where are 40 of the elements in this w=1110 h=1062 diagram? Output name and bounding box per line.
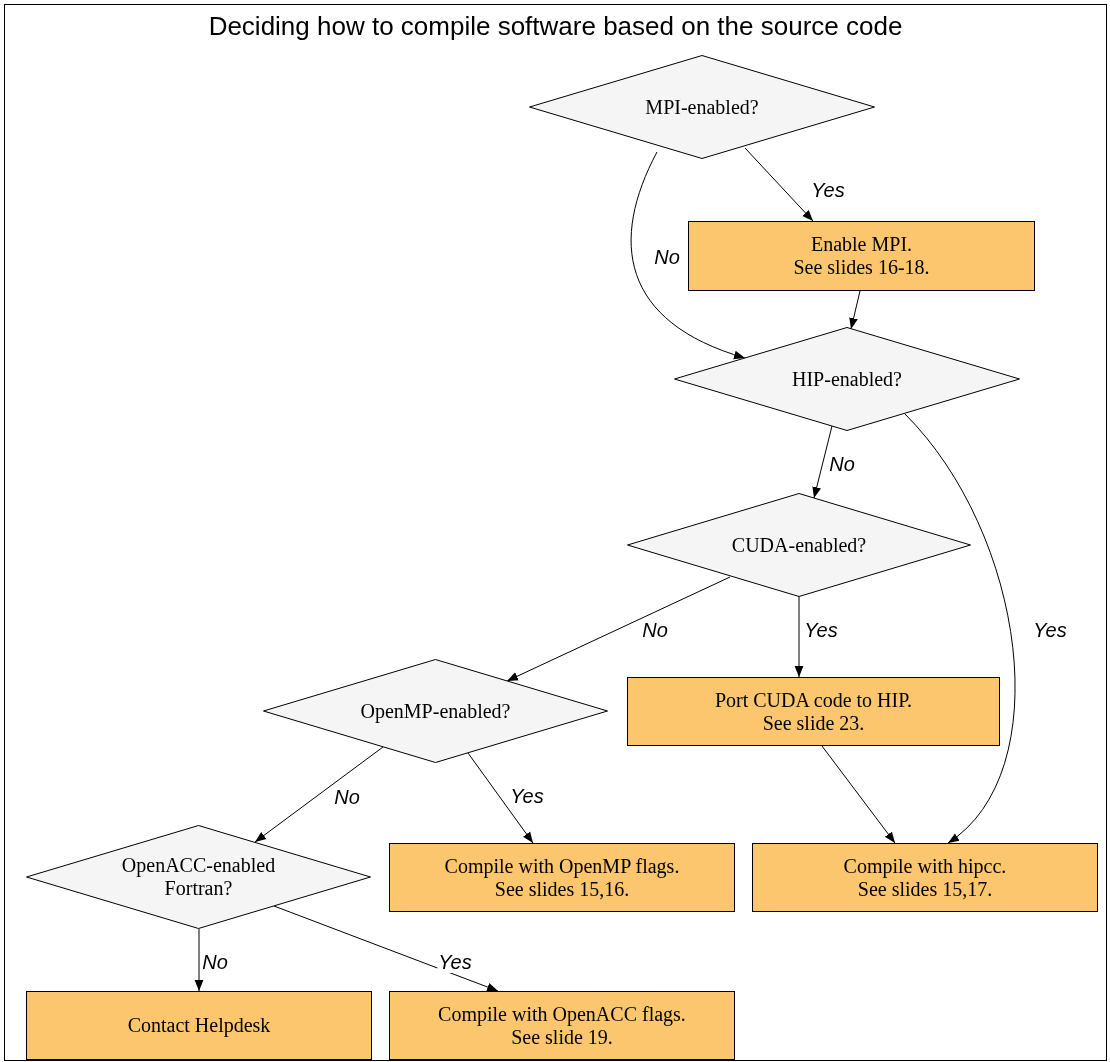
node-text: Compile with OpenACC flags. [438, 1002, 686, 1026]
decision-diamond [529, 55, 875, 159]
node-text: See slide 19. [511, 1025, 613, 1049]
arrow [194, 928, 204, 992]
decision-diamond [26, 825, 371, 929]
node-text: OpenMP-enabled? [360, 699, 511, 723]
node-text: OpenACC-enabled Fortran? [120, 854, 277, 900]
arrow [630, 151, 746, 359]
node-text: Port CUDA code to HIP. [714, 688, 913, 712]
node-text: Contact Helpdesk [127, 1014, 271, 1037]
node-text: MPI-enabled? [645, 95, 759, 119]
process-box [688, 221, 1035, 291]
arrow [506, 576, 731, 682]
node-text: See slides 15,17. [857, 877, 993, 901]
process-box [627, 677, 1000, 746]
node-text: Enable MPI. [810, 233, 913, 256]
process-box [389, 991, 735, 1060]
node-text: Compile with hipcc. [843, 854, 1007, 878]
process-box [389, 843, 735, 912]
node-text: CUDA-enabled? [731, 533, 867, 557]
decision-diamond [263, 659, 608, 763]
node-text: HIP-enabled? [792, 367, 902, 391]
arrow [849, 290, 861, 330]
arrow [744, 147, 814, 222]
arrow [273, 905, 499, 992]
node-text: See slides 15,16. [494, 877, 630, 901]
decision-diamond [674, 327, 1020, 431]
arrow [794, 596, 804, 678]
arrow [821, 745, 896, 844]
process-box [752, 843, 1098, 912]
arrow [467, 752, 534, 844]
node-text: See slides 16-18. [793, 256, 930, 279]
node-text: See slide 23. [762, 711, 865, 735]
arrow [904, 413, 1016, 844]
arrow [254, 746, 384, 843]
process-box [26, 991, 372, 1060]
arrow [812, 425, 833, 499]
decision-diamond [627, 493, 971, 597]
node-text: Compile with OpenMP flags. [444, 854, 680, 878]
diagram-title: Deciding how to compile software based on the source code [207, 10, 904, 42]
